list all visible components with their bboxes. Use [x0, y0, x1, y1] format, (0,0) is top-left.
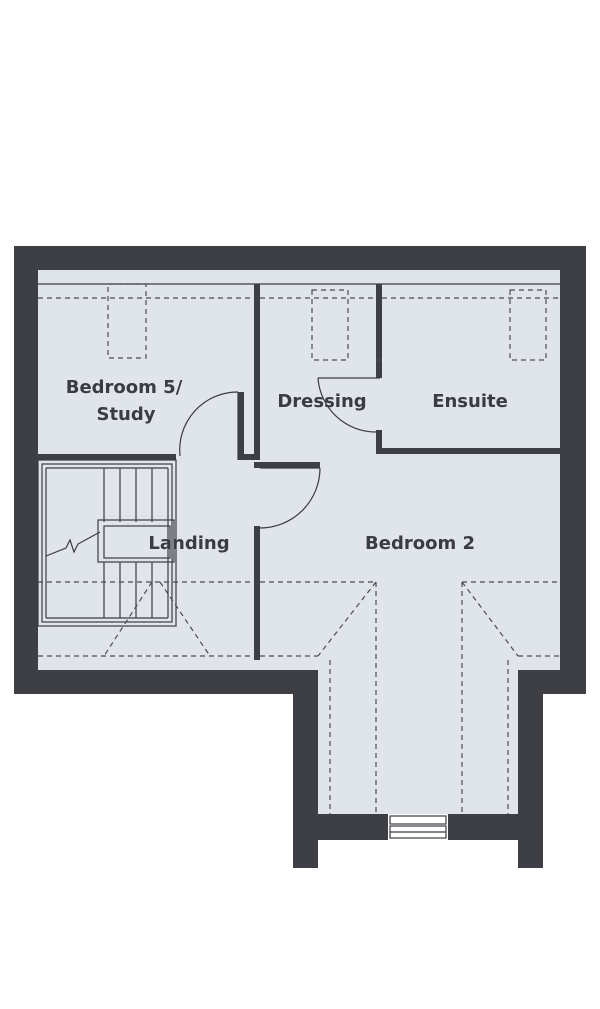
door-bedroom2 — [259, 467, 321, 529]
room-label-bedroom5-line2: Study — [96, 404, 155, 425]
door-ensuite — [317, 377, 380, 433]
window — [388, 814, 448, 840]
room-labels: Bedroom 5/ Study Dressing Ensuite Landin… — [66, 377, 508, 554]
room-label-ensuite: Ensuite — [432, 391, 508, 412]
interior-walls — [38, 284, 560, 660]
room-label-bedroom5-line1: Bedroom 5/ — [66, 377, 183, 398]
door-bedroom5 — [179, 391, 239, 460]
room-label-landing: Landing — [148, 533, 229, 554]
dashed-markings — [38, 283, 560, 814]
outer-walls — [14, 246, 586, 868]
room-label-dressing: Dressing — [277, 391, 366, 412]
room-label-bedroom2: Bedroom 2 — [365, 533, 475, 554]
floor-area — [38, 270, 560, 815]
